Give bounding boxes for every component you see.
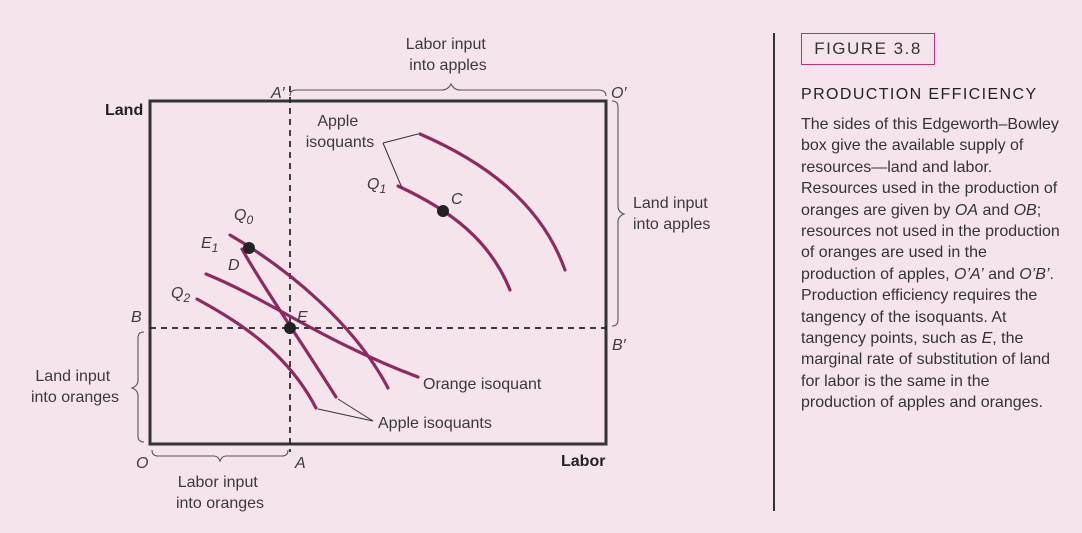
caption-o-prime-a-prime: O’A’ (954, 265, 984, 283)
orange-isoquant-q0 (228, 233, 390, 390)
label-point-e: E (297, 309, 308, 326)
label-land-apples: Land input into apples (633, 195, 712, 233)
label-q1-main: Q (367, 176, 379, 193)
point-e-marker (284, 322, 296, 334)
apple-isoquant-upper (418, 132, 567, 272)
point-c-marker (437, 205, 449, 217)
corner-label-a: A (294, 455, 306, 472)
point-d-marker (243, 242, 255, 254)
apple-isoquant-d (240, 247, 338, 399)
leader-apple-bottom-2 (317, 408, 374, 422)
label-labor-apples-line1: Labor input (406, 36, 487, 53)
label-q2-sub: 2 (182, 291, 190, 305)
label-land-apples-line1: Land input (633, 195, 708, 212)
caption-ob: OB (1013, 201, 1037, 219)
label-orange-isoquant: Orange isoquant (423, 376, 542, 393)
label-land-oranges: Land input into oranges (31, 368, 119, 406)
vertical-divider (773, 33, 775, 511)
axis-label-land: Land (105, 102, 143, 119)
label-land-oranges-line1: Land input (35, 368, 110, 385)
corner-label-b: B (131, 309, 142, 326)
label-land-oranges-line2: into oranges (31, 389, 119, 406)
brace-labor-oranges (151, 449, 289, 463)
orange-isoquant-e (204, 272, 420, 379)
edgeworth-box-diagram: Land Labor O O′ A A′ B B′ Labor input in… (31, 36, 712, 512)
figure-caption: The sides of this Edgeworth–Bowley box g… (801, 114, 1063, 414)
label-apple-isoquants-top-line1: Apple (317, 113, 358, 130)
label-q0-main: Q (234, 207, 246, 224)
label-q2: Q2 (171, 285, 190, 305)
label-labor-oranges: Labor input into oranges (176, 474, 264, 512)
label-q1: Q1 (367, 176, 386, 196)
label-apple-isoquants-bottom: Apple isoquants (378, 415, 492, 432)
brace-land-apples (611, 100, 626, 327)
axis-label-labor: Labor (561, 453, 605, 470)
label-apple-isoquants-top-line2: isoquants (306, 134, 375, 151)
label-q0: Q0 (234, 207, 253, 227)
label-labor-oranges-line1: Labor input (178, 474, 259, 491)
label-labor-apples-line2: into apples (409, 57, 486, 74)
corner-label-a-prime: A′ (270, 85, 286, 102)
label-labor-oranges-line2: into oranges (176, 495, 264, 512)
label-labor-apples: Labor input into apples (406, 36, 491, 74)
brace-land-oranges (130, 331, 145, 443)
apple-isoquant-q2 (195, 297, 318, 410)
label-point-c: C (451, 191, 463, 208)
caption-e: E (981, 330, 993, 348)
caption-o-prime-b-prime: O’B’ (1019, 265, 1050, 283)
brace-labor-apples (289, 82, 607, 97)
caption-text-2: and (978, 201, 1014, 219)
caption-text-1: The sides of this Edgeworth–Bowley box g… (801, 116, 1059, 219)
leader-apple-top-1 (382, 133, 419, 144)
label-land-apples-line2: into apples (633, 216, 710, 233)
caption-text-4: and (983, 265, 1020, 283)
leader-apple-top-2 (382, 142, 403, 189)
edgeworth-box (148, 99, 608, 446)
corner-label-b-prime: B′ (612, 337, 627, 354)
caption-text-6: , the marginal rate of substitution of l… (801, 330, 1051, 412)
caption-oa: OA (954, 201, 978, 219)
corner-label-o-prime: O′ (611, 85, 627, 102)
label-e1-sub: 1 (212, 241, 219, 255)
label-q0-sub: 0 (246, 213, 253, 227)
label-q1-sub: 1 (379, 182, 386, 196)
caption-text-5: . Production efficiency requires the tan… (801, 265, 1054, 348)
apple-isoquant-q1 (396, 184, 512, 292)
label-point-d: D (228, 257, 240, 274)
label-e1-main: E (201, 235, 212, 252)
figure-title: PRODUCTION EFFICIENCY (801, 86, 1038, 103)
figure-number-tag: FIGURE 3.8 (801, 33, 935, 65)
corner-label-o: O (136, 455, 148, 472)
label-e1: E1 (201, 235, 218, 255)
leader-apple-bottom-1 (337, 398, 374, 422)
caption-text-3: ; resources not used in the production o… (801, 201, 1060, 283)
label-apple-isoquants-top: Apple isoquants (306, 113, 375, 151)
label-q2-main: Q (171, 285, 183, 302)
